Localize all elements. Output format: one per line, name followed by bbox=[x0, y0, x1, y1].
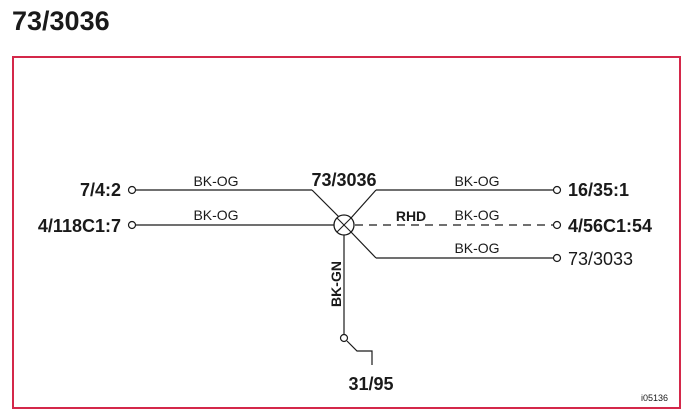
wire-right-top-diag bbox=[350, 189, 377, 219]
terminal-right-top bbox=[552, 185, 562, 195]
wire-label-left-bottom: BK-OG bbox=[193, 207, 238, 223]
splice-node bbox=[333, 214, 355, 236]
ground-symbol bbox=[346, 340, 373, 365]
terminal-label-right-mid: 4/56C1:54 bbox=[568, 216, 652, 236]
terminal-right-bottom bbox=[552, 253, 562, 263]
node-label: 73/3036 bbox=[311, 170, 376, 190]
wire-label-right-top: BK-OG bbox=[454, 173, 499, 189]
terminal-ground bbox=[339, 333, 349, 343]
terminal-right-mid bbox=[552, 220, 562, 230]
variant-label: RHD bbox=[396, 208, 426, 224]
wire-right-bottom-diag bbox=[350, 231, 377, 259]
wire-left-top-diag bbox=[311, 189, 341, 219]
terminal-label-right-top: 16/35:1 bbox=[568, 180, 629, 200]
terminal-label-right-bottom: 73/3033 bbox=[568, 249, 633, 269]
wire-label-right-mid: BK-OG bbox=[454, 207, 499, 223]
wire-label-right-bottom: BK-OG bbox=[454, 240, 499, 256]
diagram-frame bbox=[12, 56, 681, 409]
wire-label-left-top: BK-OG bbox=[193, 173, 238, 189]
terminal-left-top bbox=[127, 185, 137, 195]
figure-code: i05136 bbox=[641, 393, 668, 403]
terminal-left-bottom bbox=[127, 220, 137, 230]
terminal-label-left-top: 7/4:2 bbox=[80, 180, 121, 200]
terminal-label-left-bottom: 4/118C1:7 bbox=[38, 216, 121, 236]
wire-label-ground: BK-GN bbox=[328, 261, 344, 307]
terminal-label-ground: 31/95 bbox=[348, 374, 393, 394]
page-title: 73/3036 bbox=[12, 6, 110, 36]
